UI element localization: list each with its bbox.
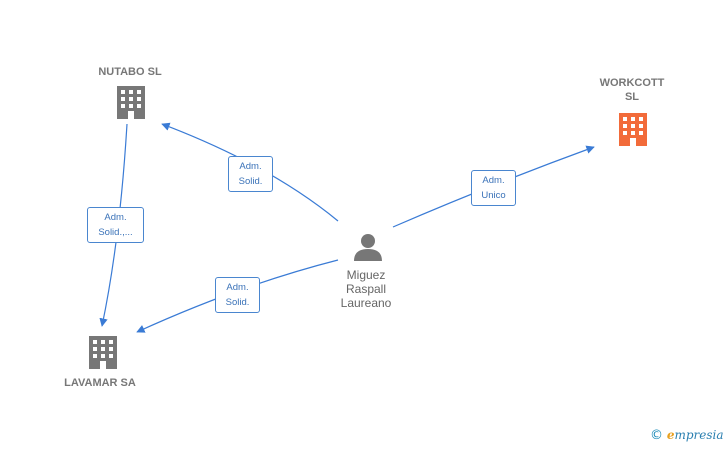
- person-icon: [354, 234, 382, 261]
- person-label: Miguez Raspall Laureano: [321, 268, 411, 310]
- edge-label-line1: Adm.: [104, 212, 127, 223]
- edge-label-person-lavamar[interactable]: Adm. Solid.: [215, 277, 260, 313]
- node-label-workcott-line2: SL: [624, 91, 640, 103]
- edge-label-line1: Adm.: [226, 282, 249, 293]
- node-label-nutabo: NUTABO SL: [98, 66, 162, 78]
- edge-label-line2: Solid.: [225, 297, 250, 308]
- building-icon-lavamar: [89, 336, 117, 369]
- edge-label-line2: Unico: [481, 190, 506, 201]
- building-icon-nutabo: [117, 86, 145, 119]
- edge-label-nutabo-lavamar[interactable]: Adm. Solid.,...: [87, 207, 144, 243]
- node-label-workcott: WORKCOTT SL: [582, 76, 682, 104]
- edge-label-person-workcott[interactable]: Adm. Unico: [471, 170, 516, 206]
- brand-logo: © empresia: [650, 428, 724, 443]
- edge-label-line1: Adm.: [482, 175, 505, 186]
- copyright-icon: ©: [650, 428, 663, 443]
- brand-initial: e: [666, 428, 675, 442]
- person-label-line2: Raspall: [345, 282, 387, 296]
- node-label-lavamar: LAVAMAR SA: [64, 377, 136, 389]
- person-label-line3: Laureano: [340, 296, 392, 310]
- edge-label-line2: Solid.,...: [98, 227, 133, 238]
- person-label-line1: Miguez: [346, 268, 386, 282]
- brand-name: mpresia: [674, 428, 724, 442]
- edge-label-line2: Solid.: [238, 176, 263, 187]
- node-label-workcott-line1: WORKCOTT: [599, 77, 665, 89]
- building-icon-workcott: [619, 113, 647, 146]
- edge-label-line1: Adm.: [239, 161, 262, 172]
- edge-label-person-nutabo[interactable]: Adm. Solid.: [228, 156, 273, 192]
